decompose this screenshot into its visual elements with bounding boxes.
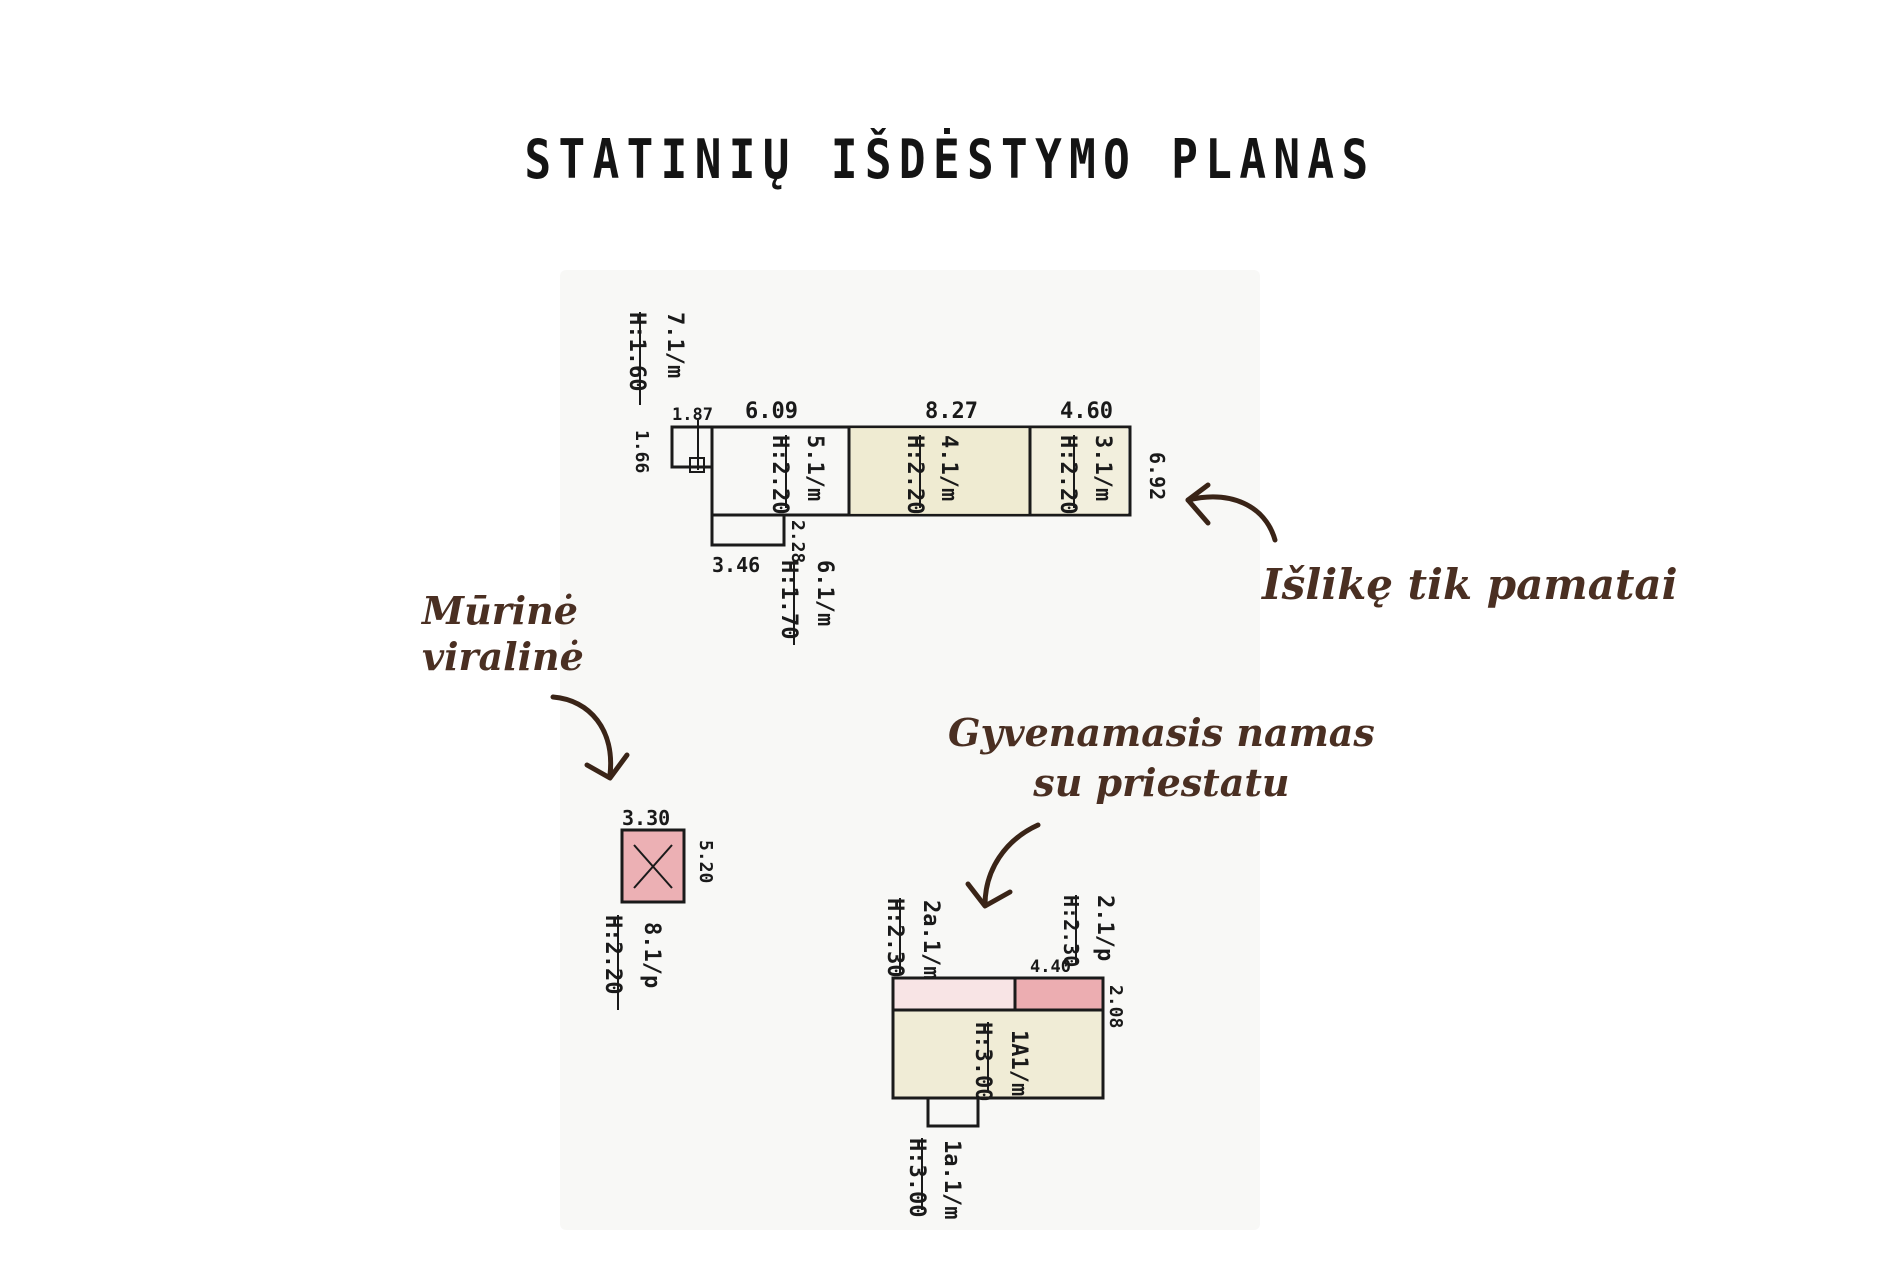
dim-520: 5.20 <box>695 840 716 883</box>
entrance-block <box>670 425 714 469</box>
top-building: 6.09 8.27 4.60 1.87 3.46 6.92 2.28 1.66 … <box>624 312 1169 645</box>
dim-346: 3.46 <box>712 553 760 577</box>
top-annex <box>710 513 786 547</box>
brewery-arrow <box>550 694 614 778</box>
foundations-annotation: Išlikę tik pamatai <box>1262 560 1678 609</box>
house-annotation: Gyvenamasis namas su priestatu <box>948 708 1375 808</box>
dim-208: 2.08 <box>1105 985 1126 1028</box>
small-building-outline <box>620 828 686 904</box>
room-3-area: 3.1/m <box>1090 435 1115 501</box>
house-left-height: H:2.30 <box>882 898 907 977</box>
room-2-fill <box>849 428 1029 514</box>
dim-692: 6.92 <box>1145 452 1169 500</box>
house-main-fill <box>893 1010 1103 1098</box>
dim-827: 8.27 <box>925 399 978 424</box>
house-tr-area: 2.1/p <box>1092 895 1117 961</box>
house: 4.40 2.08 2a.1/m H:2.30 2.1/p H:2.30 1A1… <box>882 895 1126 1219</box>
room-1-area: 5.1/m <box>802 435 827 501</box>
room-2-area: 4.1/m <box>936 435 961 501</box>
top-building-outline <box>710 425 1132 517</box>
house-main-height: H:3.00 <box>970 1022 995 1101</box>
house-tr-height: H:2.30 <box>1059 895 1083 967</box>
house-outline <box>891 976 1105 1100</box>
house-porch-fill-right <box>1015 978 1103 1010</box>
dim-460: 4.60 <box>1060 399 1113 424</box>
foundations-arrow <box>1185 494 1278 543</box>
dim-166: 1.66 <box>631 430 652 473</box>
small-building-area: 8.1/p <box>639 922 664 988</box>
page-title: STATINIŲ IŠDĖSTYMO PLANAS <box>524 128 1376 191</box>
annex-height: H:1.70 <box>776 560 801 639</box>
dim-330: 3.30 <box>622 806 670 830</box>
dim-187: 1.87 <box>672 405 713 425</box>
house-left-area: 2a.1/m <box>918 900 943 979</box>
foundations-arrowhead <box>1185 482 1211 526</box>
room-2-height: H:2.20 <box>902 435 927 514</box>
small-building-cross-b <box>633 844 673 889</box>
house-annex-area: 1a.1/m <box>939 1140 964 1219</box>
label-left-b: H:1.60 <box>624 312 649 391</box>
house-annex <box>926 1096 980 1128</box>
house-arrow <box>982 822 1041 908</box>
small-building: 3.30 5.20 8.1/p H:2.20 <box>600 806 716 1010</box>
house-annex-height: H:3.00 <box>904 1138 929 1217</box>
room-3-fill <box>1031 428 1128 514</box>
brewery-arrowhead <box>584 752 630 781</box>
dim-609: 6.09 <box>745 399 798 424</box>
small-building-height: H:2.20 <box>600 915 625 994</box>
brewery-annotation-line-2: viralinė <box>422 634 584 679</box>
house-annotation-line-2: su priestatu <box>1033 760 1290 805</box>
house-main-area: 1A1/m <box>1006 1030 1031 1096</box>
dim-440: 4.40 <box>1030 957 1071 977</box>
room-1-height: H:2.20 <box>767 435 792 514</box>
label-left-a: 7.1/m <box>662 312 687 378</box>
annotation-arrows <box>550 482 1278 909</box>
brewery-annotation-line-1: Mūrinė <box>422 588 578 633</box>
dim-228: 2.28 <box>787 520 808 563</box>
brewery-annotation: Mūrinė viralinė <box>422 588 584 680</box>
room-3-height: H:2.20 <box>1055 435 1080 514</box>
house-arrowhead <box>965 881 1013 909</box>
house-annotation-line-1: Gyvenamasis namas <box>948 710 1375 755</box>
annex-area: 6.1/m <box>812 560 837 626</box>
